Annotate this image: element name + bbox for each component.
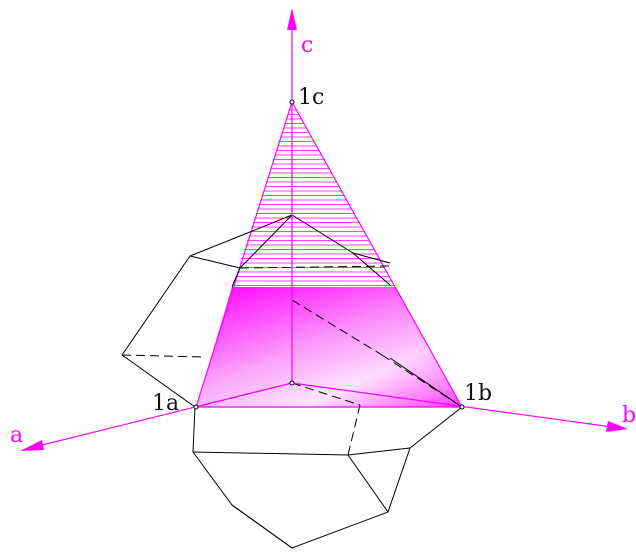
a-axis-arrowhead [20, 440, 44, 451]
point-1b [459, 404, 465, 410]
b-axis [291, 382, 613, 428]
intercept-1a-label: 1a [152, 391, 179, 416]
plane-fill-lower-sheen [196, 287, 462, 407]
intercept-points [193, 99, 465, 410]
hidden-edge [121, 354, 205, 358]
a-axis-label: a [10, 423, 23, 448]
crystal-edge [231, 267, 241, 288]
crystal-edge [352, 252, 391, 264]
origin-point [289, 380, 295, 386]
point-1a [193, 404, 199, 410]
plane-hatching [232, 109, 396, 286]
crystal-edge [189, 255, 241, 269]
crystal-edges-solid [121, 214, 463, 549]
point-1c [289, 99, 295, 105]
c-axis-arrowhead [287, 8, 297, 30]
crystal-edge [231, 504, 293, 549]
a-axis [29, 382, 293, 449]
plane-edge-bc [291, 101, 463, 408]
crystal-edge [347, 447, 411, 456]
b-axis-label: b [622, 403, 636, 428]
hidden-edge [239, 265, 391, 269]
hidden-edge [381, 354, 463, 408]
intercept-1b-label: 1b [464, 381, 492, 406]
b-axis-arrowhead [606, 421, 628, 432]
axes [20, 8, 628, 451]
hidden-edge [291, 299, 383, 356]
hidden-edge [347, 404, 361, 456]
intercept-1c-label: 1c [298, 85, 324, 110]
c-axis-label: c [301, 33, 313, 58]
crystal-edge [347, 454, 389, 513]
hidden-edge [291, 382, 361, 406]
crystal-edge [192, 451, 349, 456]
miller-plane [195, 101, 463, 408]
crystal-edges-solid [291, 214, 391, 286]
plane-edge-ac [195, 101, 293, 408]
crystal-edge [239, 214, 293, 269]
